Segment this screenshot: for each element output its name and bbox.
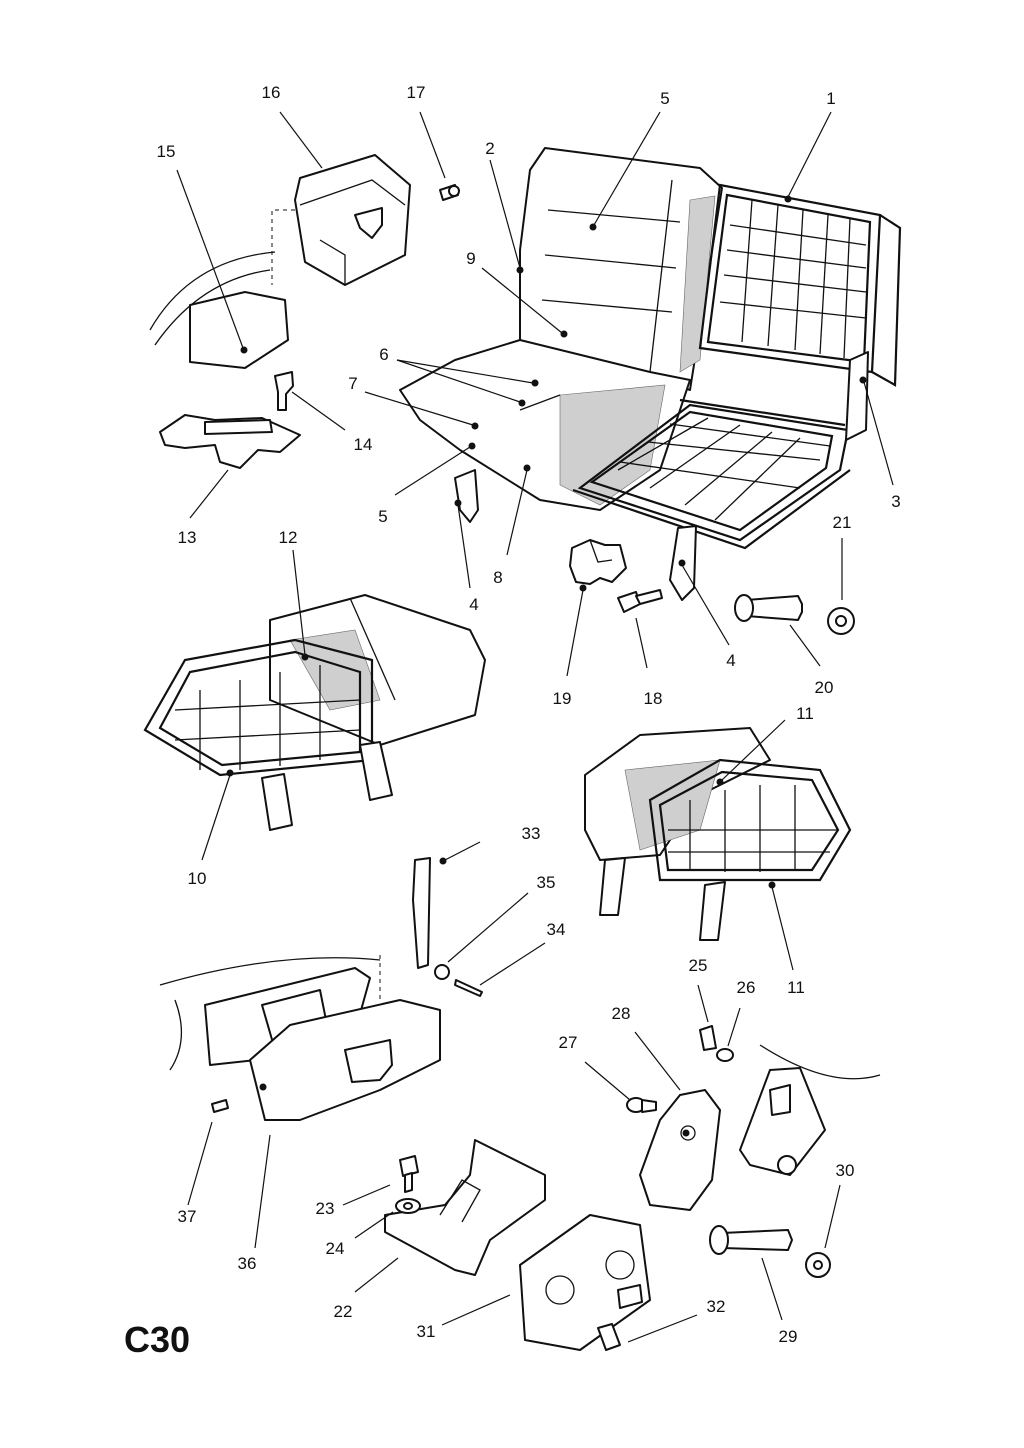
- callout-37: 37: [178, 1207, 197, 1226]
- backrest-frame: [698, 183, 902, 387]
- fasteners-group-top: [569, 539, 855, 635]
- callout-33: 33: [522, 824, 541, 843]
- rear-seat-assembly: [399, 147, 902, 601]
- callout-3: 3: [891, 492, 900, 511]
- callout-12: 12: [279, 528, 298, 547]
- callout-10: 10: [188, 869, 207, 888]
- callout-2: 2: [485, 139, 494, 158]
- latch-cover-group: [149, 154, 460, 469]
- callout-8: 8: [493, 568, 502, 587]
- callout-6: 6: [379, 345, 388, 364]
- callout-22: 22: [334, 1302, 353, 1321]
- leader-lines: [176, 111, 894, 1343]
- callout-5b: 5: [378, 507, 387, 526]
- callout-5a: 5: [660, 89, 669, 108]
- callout-1: 1: [826, 89, 835, 108]
- hinge-plate-group: [384, 1139, 651, 1351]
- callout-labels: 1 2 3 4 4 5 5 6 7 8 9 10 11 11 12 13 14 …: [157, 83, 901, 1346]
- callout-4b: 4: [726, 651, 735, 670]
- callout-11a: 11: [796, 704, 814, 723]
- callout-9: 9: [466, 249, 475, 268]
- callout-4a: 4: [469, 595, 478, 614]
- callout-13: 13: [178, 528, 197, 547]
- callout-11b: 11: [787, 978, 805, 997]
- callout-18: 18: [644, 689, 663, 708]
- seat-frame: [572, 398, 851, 550]
- callout-15: 15: [157, 142, 176, 161]
- right-hinge-group: [626, 1025, 881, 1278]
- right-cushion-assembly: [584, 727, 852, 941]
- callout-20: 20: [815, 678, 834, 697]
- callout-26: 26: [737, 978, 756, 997]
- callout-36: 36: [238, 1254, 257, 1273]
- callout-28: 28: [612, 1004, 631, 1023]
- callout-30: 30: [836, 1161, 855, 1180]
- callout-24: 24: [326, 1239, 345, 1258]
- figure-code: C30: [124, 1319, 190, 1360]
- callout-19: 19: [553, 689, 572, 708]
- callout-17: 17: [407, 83, 426, 102]
- callout-32: 32: [707, 1297, 726, 1316]
- callout-23: 23: [316, 1199, 335, 1218]
- left-cushion-assembly: [143, 594, 486, 831]
- callout-27: 27: [559, 1033, 578, 1052]
- callout-29: 29: [779, 1327, 798, 1346]
- callout-14: 14: [354, 435, 373, 454]
- callout-34: 34: [547, 920, 566, 939]
- armrest-latch-group: [159, 857, 483, 1121]
- callout-21: 21: [833, 513, 852, 532]
- callout-35: 35: [537, 873, 556, 892]
- callout-31: 31: [417, 1322, 436, 1341]
- callout-7: 7: [348, 374, 357, 393]
- callout-16: 16: [262, 83, 281, 102]
- callout-25: 25: [689, 956, 708, 975]
